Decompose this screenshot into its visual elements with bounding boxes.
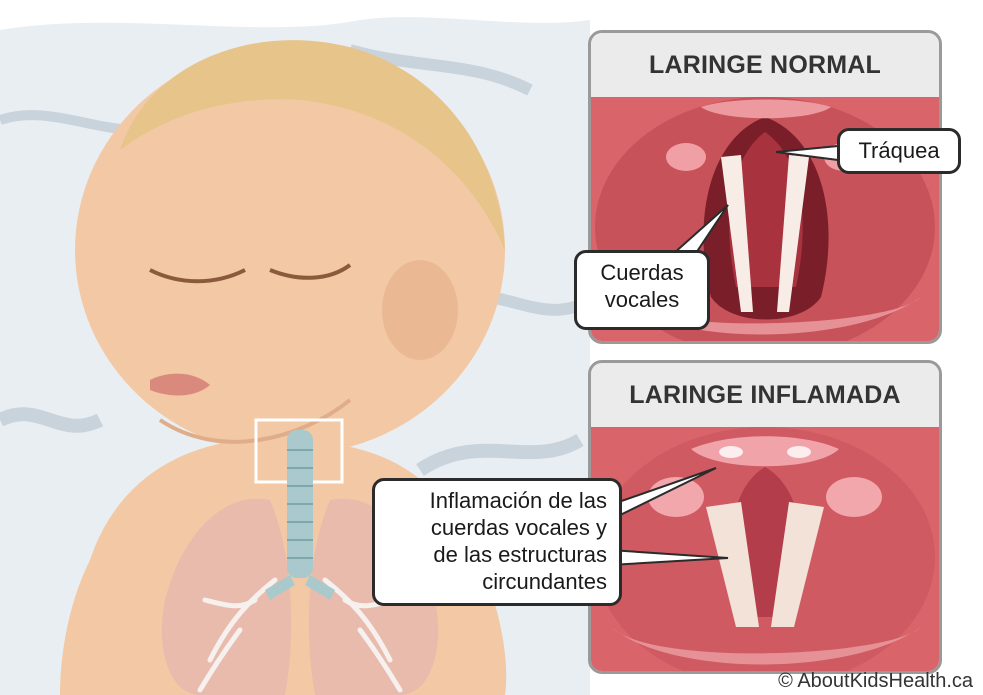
inflammation-label-line-4: circundantes (387, 568, 607, 595)
inflamed-larynx-illustration (591, 427, 939, 671)
inflammation-callout: Inflamación de las cuerdas vocales y de … (372, 478, 622, 606)
inflammation-label-line-1: Inflamación de las (387, 487, 607, 514)
inflamed-larynx-title: LARINGE INFLAMADA (591, 363, 939, 427)
inflammation-label-line-3: de las estructuras (387, 541, 607, 568)
normal-larynx-title: LARINGE NORMAL (591, 33, 939, 97)
copyright-credit: © AboutKidsHealth.ca (778, 670, 973, 693)
inflamed-larynx-panel: LARINGE INFLAMADA (588, 360, 942, 674)
vocal-cords-callout: Cuerdas vocales (574, 250, 710, 330)
vocal-cords-label-line-1: Cuerdas (589, 259, 695, 286)
inflammation-label-line-2: cuerdas vocales y (387, 514, 607, 541)
trachea-label: Tráquea (858, 138, 939, 163)
ear (382, 260, 458, 360)
vocal-cords-label-line-2: vocales (589, 286, 695, 313)
trachea-callout: Tráquea (837, 128, 961, 174)
